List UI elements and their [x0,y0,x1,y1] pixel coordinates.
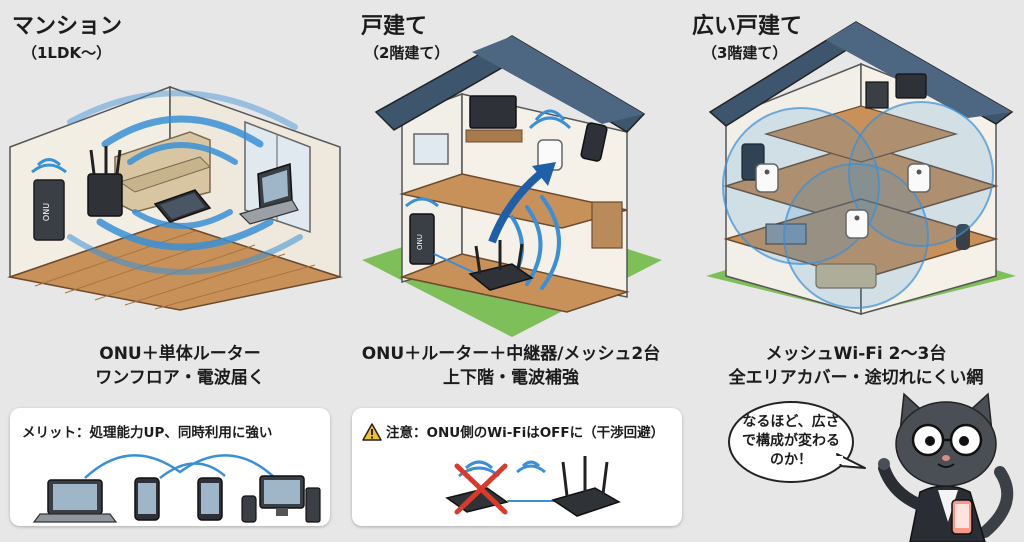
sofa [114,131,211,213]
smartphone-icon [951,499,973,535]
section-title-house: 戸建て [361,14,428,39]
warning-icon [362,423,382,441]
speech-line: のか！ [770,452,812,468]
merit-devices-illustration [32,454,321,523]
two-story-house-illustration: ONU [362,35,662,337]
cat-mascot [878,392,1014,542]
laptop-icon [32,479,118,523]
section-subtitle-large-house: （3階建て） [702,44,788,62]
tv-icon [465,95,523,143]
merit-box: メリット：処理能力UP、同時利用に強い [10,408,330,526]
signal-arrow-icon [488,170,543,244]
section-caption-large-house: メッシュWi-Fi 2～3台 全エリアカバー・途切れにくい網 [706,342,1006,390]
mesh-node-icon [845,209,869,239]
cat-head [895,392,997,487]
tablet-icon [153,189,212,223]
caution-illustration [445,456,621,517]
section-caption-mansion: ONU＋単体ルーター ワンフロア・電波届く [60,342,300,390]
onu-device-icon: ONU [31,158,67,241]
section-title-large-house: 広い戸建て [692,14,803,39]
caption-line: メッシュWi-Fi 2～3台 [765,344,947,364]
mesh-node-icon [755,163,779,193]
three-story-house-illustration [706,21,1016,315]
speech-line: で構成が変わる [742,433,840,449]
onu-device-label: ONU [42,203,51,221]
wifi-wave-pattern [67,90,303,275]
section-subtitle-house: （2階建て） [364,44,450,62]
onu-device-label: ONU [416,234,424,250]
section-title-mansion: マンション [12,14,123,39]
caption-line: ONU＋ルーター＋中継器/メッシュ2台 [361,344,661,364]
caution-text: 注意：ONU側のWi-FiはOFFに（干渉回避） [386,425,665,441]
caption-line: ONU＋単体ルーター [99,344,261,364]
section-caption-house: ONU＋ルーター＋中継器/メッシュ2台 上下階・電波補強 [346,342,676,390]
speech-line: なるほど、広さ [742,414,840,430]
smartphone-icon [197,477,223,521]
router-icon [87,146,123,217]
router-icon [551,456,621,517]
mesh-node-icon [907,163,931,193]
laptop-icon [238,162,299,225]
caption-line: 上下階・電波補強 [443,368,579,388]
smartphone-icon [580,122,608,162]
merit-text: メリット：処理能力UP、同時利用に強い [22,425,273,441]
mansion-room-illustration: ONU [7,85,343,311]
caption-line: 全エリアカバー・途切れにくい網 [728,368,984,388]
cross-icon [454,463,508,515]
speech-bubble: なるほど、広さ で構成が変わる のか！ [727,398,866,490]
wifi-icon [516,460,546,474]
desktop-pc-icon [241,475,321,523]
onu-device-icon: ONU [405,197,439,265]
section-subtitle-mansion: （1LDK～） [22,44,112,62]
router-icon [468,240,534,291]
caption-line: ワンフロア・電波届く [95,368,265,388]
smartphone-icon [134,477,160,521]
caution-box: 注意：ONU側のWi-FiはOFFに（干渉回避） [352,408,682,526]
